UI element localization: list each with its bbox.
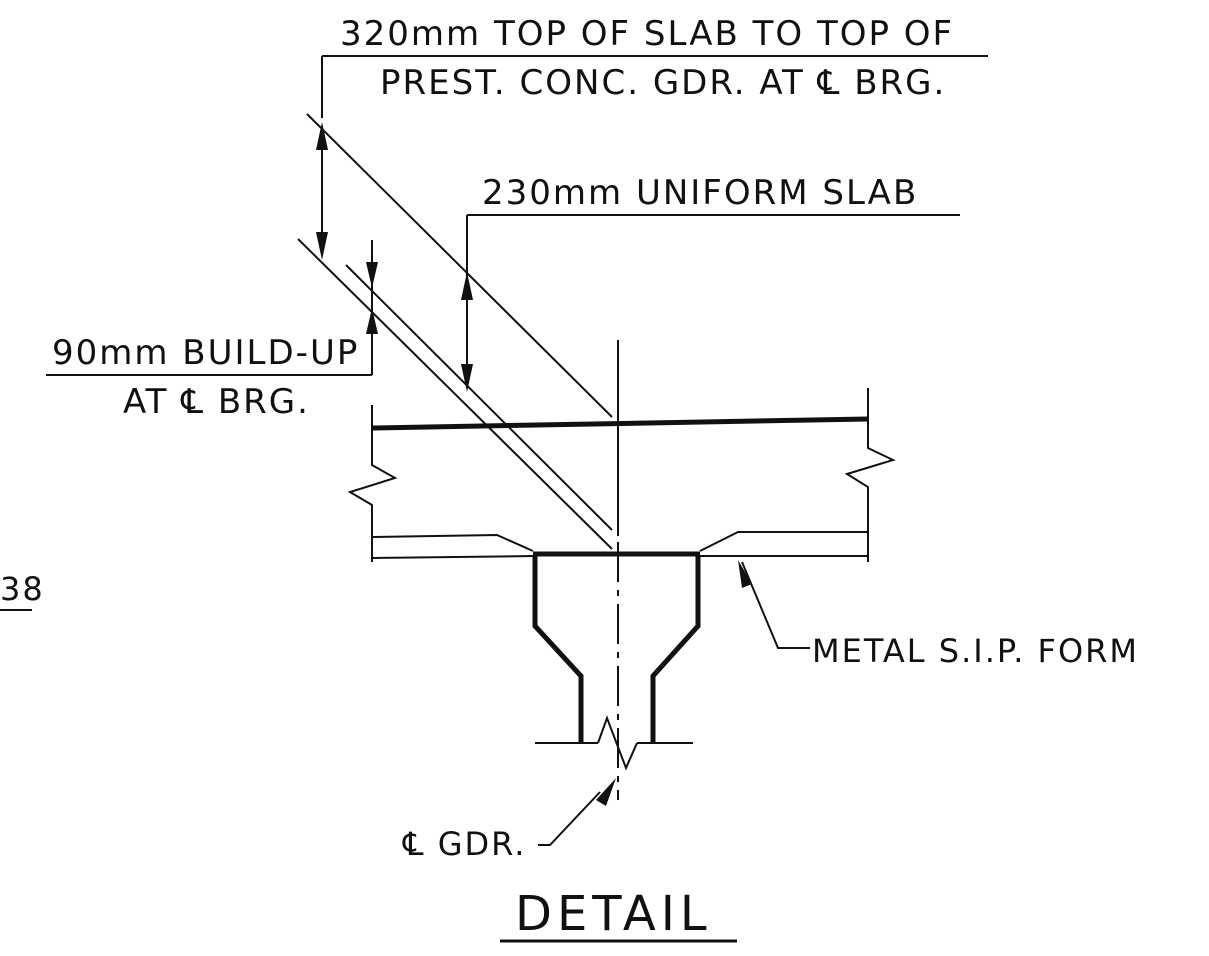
girder-cl-text: ℄ GDR. xyxy=(402,825,526,863)
buildup-arrow-up xyxy=(366,308,378,334)
top-girder-line xyxy=(345,264,613,531)
slab-right-break xyxy=(844,388,896,562)
top-dim-text-line2: PREST. CONC. GDR. AT ℄ BRG. xyxy=(380,63,946,103)
metal-form-arrowhead xyxy=(738,560,752,588)
skewed-slab-lines xyxy=(297,113,613,550)
top-dim-arrow-up xyxy=(316,122,328,150)
detail-title: DETAIL xyxy=(500,886,737,943)
uniform-slab-text: 230mm UNIFORM SLAB xyxy=(482,173,918,213)
buildup-text-line2: AT ℄ BRG. xyxy=(123,382,310,422)
detail-title-text: DETAIL xyxy=(515,886,712,942)
buildup-note: 90mm BUILD-UP AT ℄ BRG. xyxy=(46,240,378,422)
bottom-buildup-line xyxy=(297,238,613,550)
girder-section xyxy=(532,556,701,771)
slab-bottom-right xyxy=(699,531,868,552)
edge-number-text: 38 xyxy=(0,570,45,608)
top-of-slab-line xyxy=(306,113,613,418)
girder-left-web xyxy=(532,556,584,743)
edge-number-fragment: 38 xyxy=(0,570,45,611)
girder-right-web xyxy=(650,556,701,743)
slab-top-surface xyxy=(371,416,869,431)
girder-cl-note: ℄ GDR. xyxy=(402,778,616,863)
top-dim-text-line1: 320mm TOP OF SLAB TO TOP OF xyxy=(340,14,954,54)
metal-form-text: METAL S.I.P. FORM xyxy=(812,632,1139,670)
deck-slab-section xyxy=(347,388,896,562)
top-dim-arrow-down xyxy=(316,232,328,260)
slab-left-break xyxy=(347,405,398,562)
metal-form-leader xyxy=(741,561,810,649)
buildup-arrow-down xyxy=(366,262,378,288)
uniform-slab-arrow-down xyxy=(461,364,473,392)
metal-form-note: METAL S.I.P. FORM xyxy=(738,560,1139,670)
uniform-slab-arrow-up xyxy=(461,272,473,300)
uniform-slab-note: 230mm UNIFORM SLAB xyxy=(461,173,960,392)
girder-cl-arrowhead xyxy=(596,778,616,806)
buildup-text-line1: 90mm BUILD-UP xyxy=(52,333,359,373)
top-dimension-note: 320mm TOP OF SLAB TO TOP OF PREST. CONC.… xyxy=(316,14,988,260)
girder-cl-leader xyxy=(538,791,601,846)
slab-bottom-left xyxy=(371,533,534,552)
metal-form-left xyxy=(371,555,536,559)
girder-break-symbol xyxy=(597,715,638,771)
